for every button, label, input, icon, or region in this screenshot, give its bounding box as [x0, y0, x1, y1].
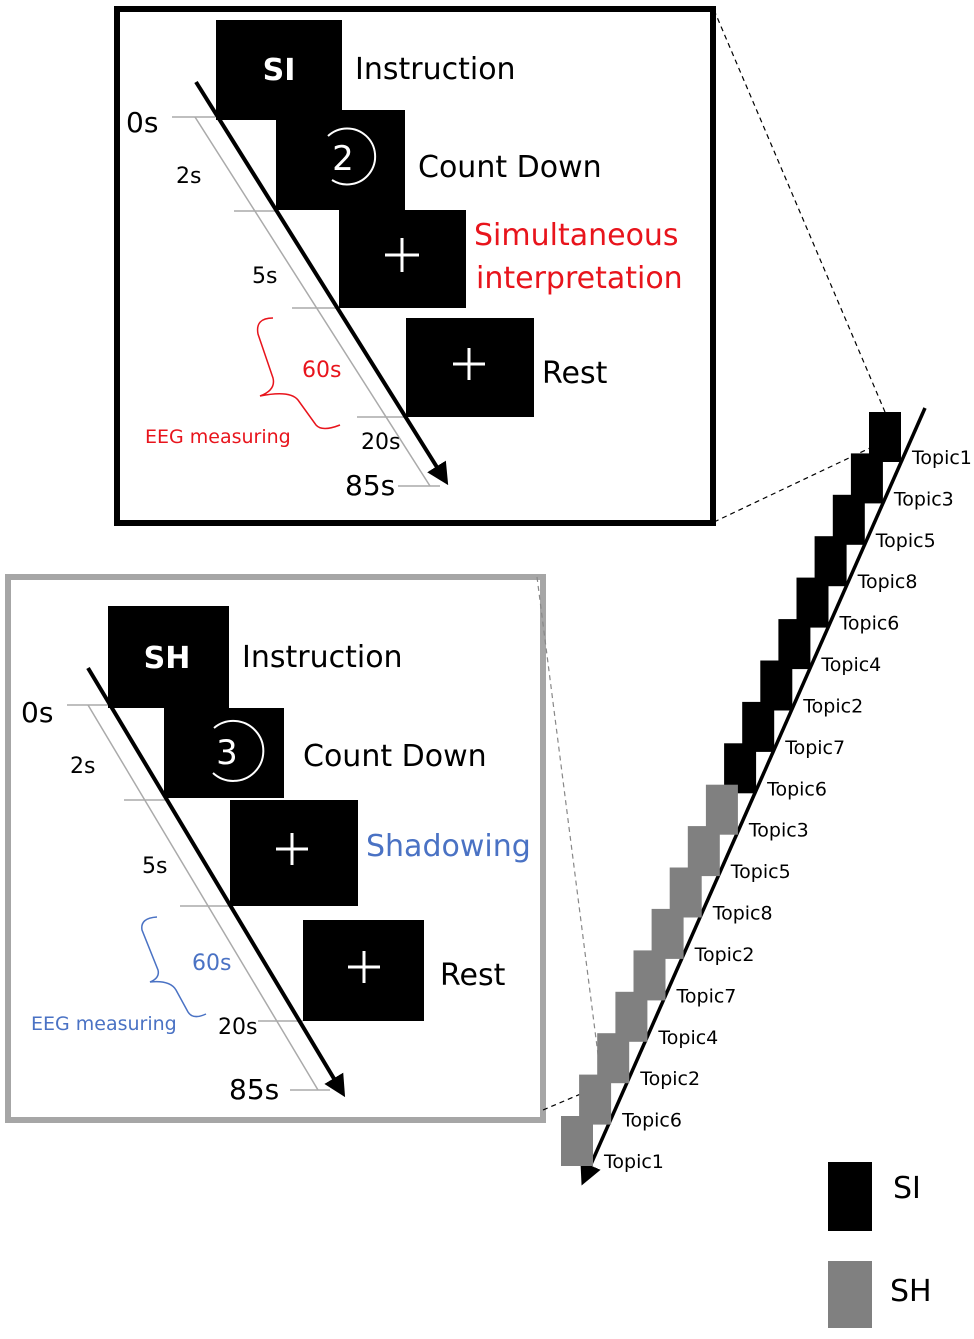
legend-si-swatch [828, 1162, 872, 1231]
sh-instruction-block: SH [108, 606, 229, 708]
si-time-axis [194, 116, 431, 487]
sh-countdown-label: Count Down [303, 739, 487, 774]
sh-countdown-number: 3 [216, 733, 238, 773]
si-countdown-block: 2 [276, 110, 405, 210]
sh-block-label: SH [144, 641, 191, 676]
sh-panel: SH 3 Instruction Count Down Shadowing Re… [5, 574, 546, 1123]
sequence-topic-label-14: Topic7 [676, 985, 737, 1007]
sh-task-block [230, 800, 358, 906]
si-countdown-number: 2 [332, 139, 354, 179]
sh-time-axis [87, 704, 319, 1091]
sh-time-0: 0s [21, 696, 53, 729]
sh-countdown-block: 3 [164, 708, 284, 798]
legend-sh-swatch [828, 1261, 872, 1328]
fixation-cross-icon [453, 348, 485, 380]
sequence-topic-label-1: Topic1 [911, 447, 972, 469]
legend: SI SH [828, 1162, 932, 1328]
sh-time-20: 20s [218, 1015, 257, 1040]
si-zoom-connector-bottom [713, 447, 871, 523]
si-task-block [339, 210, 466, 308]
fixation-cross-icon [385, 238, 419, 272]
sh-task-label: Shadowing [366, 829, 531, 864]
sh-rest-block [303, 920, 424, 1021]
si-task-label-line1: Simultaneous [474, 218, 679, 253]
sequence-topic-label-6: Topic4 [820, 654, 881, 676]
sequence-topic-label-8: Topic7 [784, 737, 845, 759]
legend-si-label: SI [893, 1171, 921, 1206]
legend-sh-label: SH [890, 1274, 932, 1309]
si-eeg-label: EEG measuring [145, 426, 291, 448]
sh-trial-arrow [86, 666, 346, 1098]
si-instruction-block: SI [216, 20, 342, 120]
si-eeg-duration: 60s [302, 358, 341, 383]
si-block-label: SI [263, 53, 296, 88]
si-panel: SI 2 Instruction Count Down Simultaneous… [114, 6, 716, 526]
si-time-5: 5s [252, 264, 277, 289]
session-timeline-arrow [580, 407, 927, 1186]
sequence-topic-label-13: Topic2 [694, 944, 755, 966]
sequence-topic-label-2: Topic3 [893, 488, 954, 510]
sequence-topic-label-17: Topic6 [621, 1110, 682, 1132]
sequence-topic-label-3: Topic5 [875, 530, 936, 552]
sh-eeg-label: EEG measuring [31, 1013, 177, 1035]
countdown-circle-icon [327, 127, 377, 186]
session-sequence: Topic1Topic3Topic5Topic8Topic6Topic4Topi… [561, 412, 972, 1173]
sequence-topic-label-18: Topic1 [603, 1151, 664, 1173]
sequence-topic-label-11: Topic5 [730, 861, 791, 883]
sh-time-2: 2s [70, 754, 95, 779]
sequence-block-18 [561, 1116, 593, 1166]
si-time-2: 2s [176, 164, 201, 189]
si-time-20: 20s [361, 430, 400, 455]
sequence-topic-label-10: Topic3 [748, 820, 809, 842]
sequence-topic-label-15: Topic4 [657, 1027, 718, 1049]
si-panel-frame [114, 6, 716, 526]
sh-time-85: 85s [229, 1073, 279, 1106]
si-rest-label: Rest [542, 356, 608, 391]
sequence-topic-label-4: Topic8 [857, 571, 918, 593]
si-trial-arrow [194, 80, 449, 486]
si-instruction-label: Instruction [355, 52, 516, 87]
si-rest-block [406, 318, 534, 417]
si-zoom-connector-top [713, 9, 886, 413]
sequence-topic-label-16: Topic2 [639, 1068, 700, 1090]
sequence-topic-label-5: Topic6 [839, 613, 900, 635]
si-time-0: 0s [126, 106, 158, 139]
sequence-topic-label-9: Topic6 [766, 778, 827, 800]
fixation-cross-icon [348, 951, 380, 983]
fixation-cross-icon [276, 833, 308, 865]
sh-instruction-label: Instruction [242, 640, 403, 675]
si-countdown-label: Count Down [418, 150, 602, 185]
sh-rest-label: Rest [440, 958, 506, 993]
sequence-topic-label-7: Topic2 [802, 696, 863, 718]
si-eeg-bracket [256, 317, 341, 430]
si-time-85: 85s [345, 469, 395, 502]
sh-time-5: 5s [142, 854, 167, 879]
sh-zoom-connector-top [536, 576, 601, 1071]
countdown-circle-icon [212, 719, 265, 782]
sh-zoom-connector-bottom [542, 1092, 584, 1111]
si-task-label-line2: interpretation [476, 261, 683, 296]
sequence-topic-label-12: Topic8 [712, 903, 773, 925]
sh-eeg-duration: 60s [192, 951, 231, 976]
sh-panel-frame [5, 574, 546, 1123]
sh-eeg-bracket [141, 916, 207, 1018]
